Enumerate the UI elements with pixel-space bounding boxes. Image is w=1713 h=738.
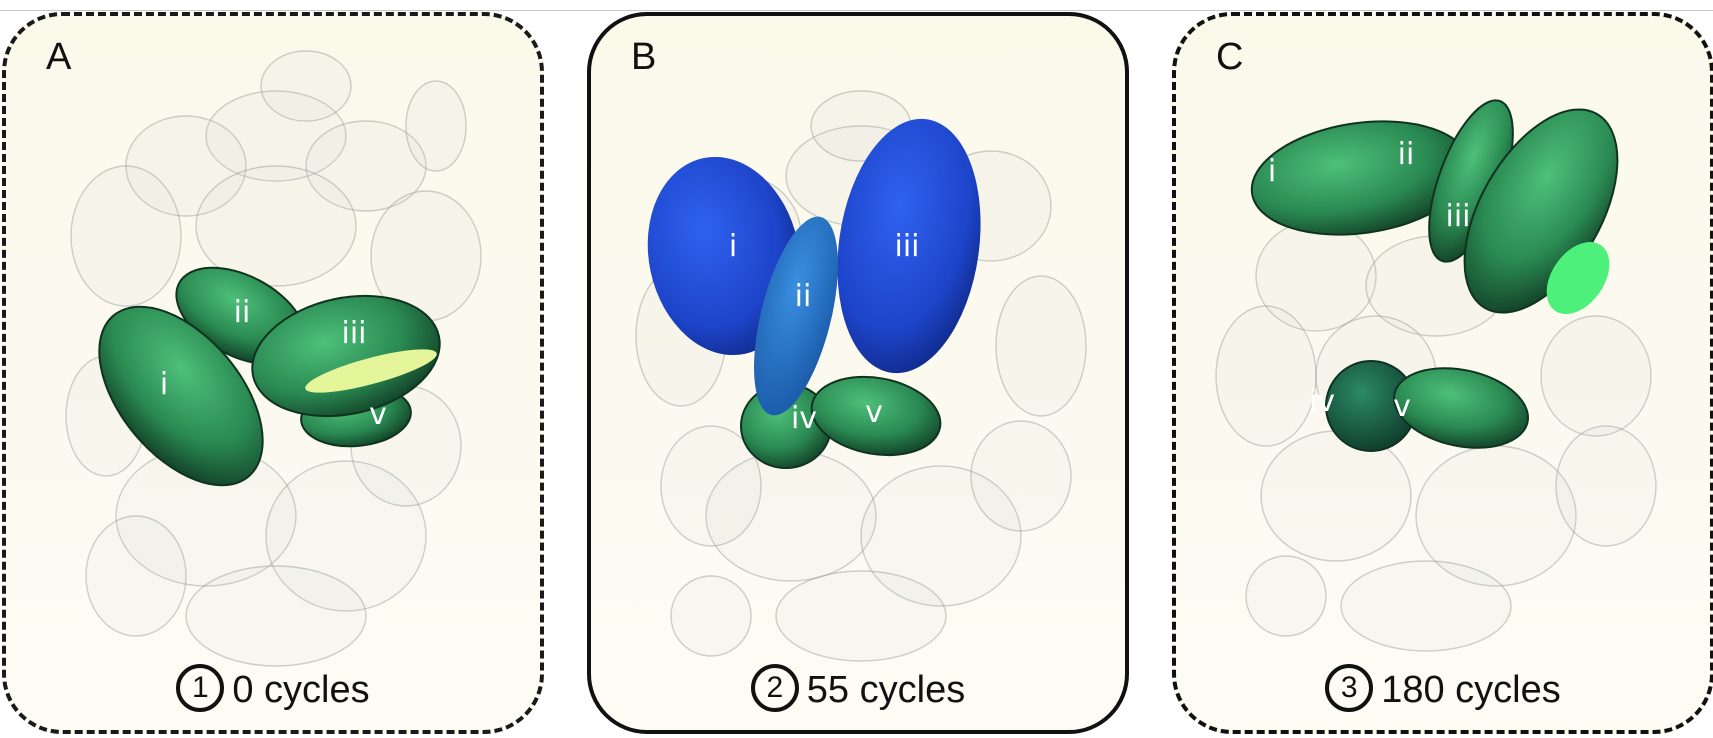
cycle-count: 55 cycles: [806, 669, 966, 712]
cell-v: [1393, 367, 1529, 449]
step-badge: 3: [1325, 664, 1374, 712]
panel-letter: A: [46, 36, 72, 78]
panel-c-render: i ii iii iv v: [1215, 99, 1657, 652]
cell-i: [647, 156, 801, 356]
cycle-count: 0 cycles: [232, 669, 370, 712]
panel-b-render: i ii iii iv v: [635, 90, 1087, 662]
step-badge: 1: [176, 664, 225, 712]
cell-label-ii: ii: [234, 295, 251, 330]
cell-label-v: v: [369, 397, 387, 432]
segmented-cells: [647, 118, 981, 469]
cell-label-ii: ii: [795, 279, 812, 314]
cell-label-v: v: [865, 395, 883, 430]
cell-iii: [251, 294, 441, 418]
cell-label-iv: iv: [1309, 384, 1335, 419]
cell-v: [810, 375, 942, 457]
cell-label-iv: iv: [791, 401, 817, 436]
cell-i: [98, 305, 264, 487]
panel-letter: C: [1216, 36, 1244, 78]
segmented-cells: [98, 266, 441, 487]
cell-label-iii: iii: [894, 229, 919, 264]
cell-label-iii: iii: [341, 316, 366, 351]
cell-label-i: i: [1268, 154, 1276, 189]
cell-label-iii: iii: [1445, 199, 1470, 234]
panel-a-render: i ii iii v: [65, 50, 482, 667]
cut-face-highlight: [305, 349, 437, 393]
cell-label-ii: ii: [1398, 137, 1415, 172]
cell-label-i: i: [729, 229, 737, 264]
cell-iii: [837, 118, 981, 374]
cut-face-highlight: [1546, 241, 1610, 315]
cell-label-i: i: [160, 367, 168, 402]
segmented-cells: [1250, 99, 1619, 452]
cell-label-v: v: [1393, 389, 1411, 424]
cycle-count: 180 cycles: [1381, 669, 1561, 712]
panel-letter: B: [631, 36, 657, 78]
top-rule: [0, 10, 1713, 11]
step-badge: 2: [750, 664, 799, 712]
cell-ii: [754, 216, 838, 416]
